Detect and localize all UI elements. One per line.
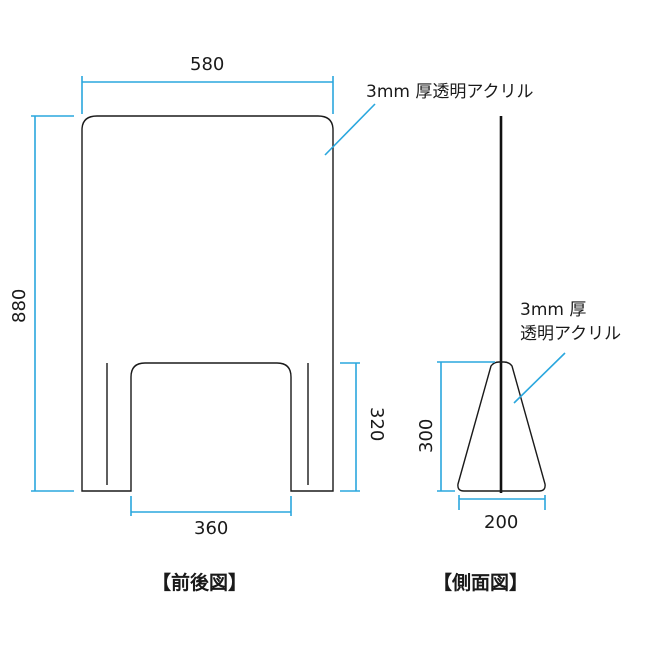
front-material-note: 3mm 厚透明アクリル [366, 82, 534, 102]
dim-front-height [31, 115, 74, 492]
front-panel-outline [81, 115, 334, 492]
front-view [31, 76, 376, 516]
dim-opening-height [340, 362, 360, 492]
side-material-note-line1: 3mm 厚 [520, 300, 587, 320]
side-base-width-label: 200 [484, 512, 519, 533]
dim-opening-width [130, 496, 292, 516]
dim-front-width [81, 76, 334, 114]
front-width-label: 580 [190, 54, 225, 75]
front-material-leader [324, 103, 376, 156]
side-material-leader [513, 352, 566, 404]
dim-side-height [437, 361, 495, 492]
front-height-label: 880 [9, 288, 30, 323]
side-view [437, 116, 566, 510]
side-material-note-line2: 透明アクリル [520, 324, 622, 344]
side-height-label: 300 [416, 418, 437, 453]
side-view-caption: 【側面図】 [433, 572, 529, 594]
opening-height-label: 320 [366, 407, 387, 442]
opening-width-label: 360 [194, 518, 229, 539]
side-foot-outline [457, 361, 546, 492]
front-view-caption: 【前後図】 [152, 572, 248, 594]
dim-side-base [458, 495, 546, 510]
